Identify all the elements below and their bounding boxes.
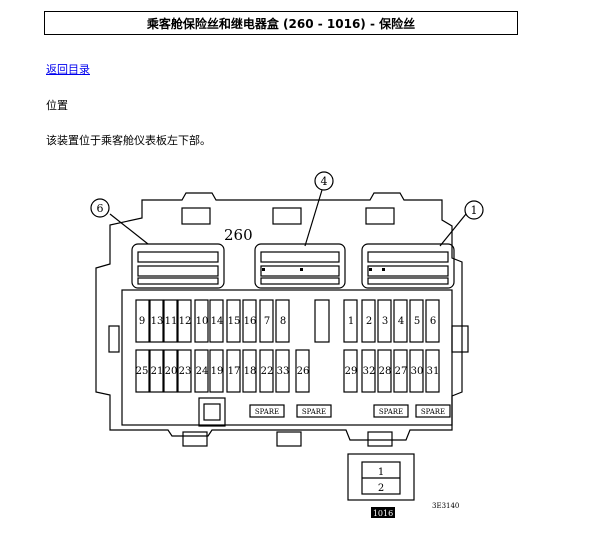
fuse-label: 9 <box>139 316 145 327</box>
fuse-label: 22 <box>261 366 274 377</box>
fuse-label: 8 <box>280 316 286 327</box>
fuse-label: 3 <box>382 316 388 327</box>
fuse-label: 24 <box>196 366 209 377</box>
callout-4: 4 <box>321 175 328 188</box>
fuse-label: 23 <box>179 366 192 377</box>
top-clip-left <box>181 207 211 225</box>
callout-6-circle <box>90 198 110 218</box>
fuse-label: 27 <box>395 366 408 377</box>
fuse-label: 10 <box>196 316 209 327</box>
fuse-label: 25 <box>136 366 149 377</box>
fuse-panel <box>121 289 453 426</box>
fuse-label: 28 <box>379 366 392 377</box>
spare-box-4 <box>415 404 451 418</box>
connector-4 <box>254 243 346 289</box>
back-to-contents-link[interactable]: 返回目录 <box>46 63 90 76</box>
page-title-text: 乘客舱保险丝和继电器盒 (260 - 1016) - 保险丝 <box>146 16 416 31</box>
fuse-label: 32 <box>363 366 376 377</box>
fuse-label: 11 <box>165 316 178 327</box>
fuse-label: 6 <box>430 316 436 327</box>
fuse-label: 31 <box>427 366 440 377</box>
relay-slot-label: 2 <box>378 483 384 494</box>
fuse-label: 18 <box>244 366 257 377</box>
side-clip-left <box>108 325 120 353</box>
fuse-label: 7 <box>264 316 270 327</box>
fuse-label: 12 <box>179 316 192 327</box>
fuse-label: 5 <box>414 316 420 327</box>
fuse-label: 20 <box>165 366 178 377</box>
section-heading: 位置 <box>46 99 68 112</box>
relay-number-label: 1016 <box>373 509 393 518</box>
fuse-box-outline <box>95 192 463 441</box>
spare-box-1 <box>249 404 285 418</box>
spare-box-3 <box>373 404 409 418</box>
fuse-label: 17 <box>228 366 241 377</box>
relay-number-tag <box>371 507 395 518</box>
connector-1 <box>361 243 455 289</box>
callout-6: 6 <box>97 202 104 215</box>
bottom-clip-middle <box>276 431 302 447</box>
fuse-label: 26 <box>297 366 310 377</box>
fuse-label: 13 <box>151 316 164 327</box>
fuse-label: 1 <box>348 316 354 327</box>
fuse-label: 2 <box>366 316 372 327</box>
top-clip-right <box>365 207 395 225</box>
connector-6 <box>131 243 225 289</box>
fuse-label: 14 <box>211 316 224 327</box>
fuse-label: 16 <box>244 316 257 327</box>
box-label: 260 <box>224 226 253 244</box>
relay-slot-label: 1 <box>378 467 384 478</box>
spare-label: SPARE <box>302 408 326 416</box>
spare-box-2 <box>296 404 332 418</box>
callout-1: 1 <box>471 204 478 217</box>
fuse-puller <box>198 397 226 427</box>
spare-label: SPARE <box>421 408 445 416</box>
side-clip-right <box>451 325 469 353</box>
spare-label: SPARE <box>379 408 403 416</box>
top-clip-middle <box>272 207 302 225</box>
fuse-label: 30 <box>411 366 424 377</box>
spare-label: SPARE <box>255 408 279 416</box>
location-description: 该装置位于乘客舱仪表板左下部。 <box>46 134 211 147</box>
relay-1016 <box>347 453 415 501</box>
bottom-clip-left <box>182 431 208 447</box>
fuse-label: 29 <box>345 366 358 377</box>
fuse-label: 19 <box>211 366 224 377</box>
fuse-label: 15 <box>228 316 241 327</box>
callout-4-circle <box>314 171 334 191</box>
fuse-label: 21 <box>151 366 164 377</box>
callout-1-circle <box>464 200 484 220</box>
page-title: 乘客舱保险丝和继电器盒 (260 - 1016) - 保险丝 <box>44 11 518 35</box>
fuse-label: 33 <box>277 366 290 377</box>
figure-id: 3E3140 <box>432 502 459 510</box>
bottom-clip-right <box>367 431 393 447</box>
fuse-label: 4 <box>398 316 404 327</box>
